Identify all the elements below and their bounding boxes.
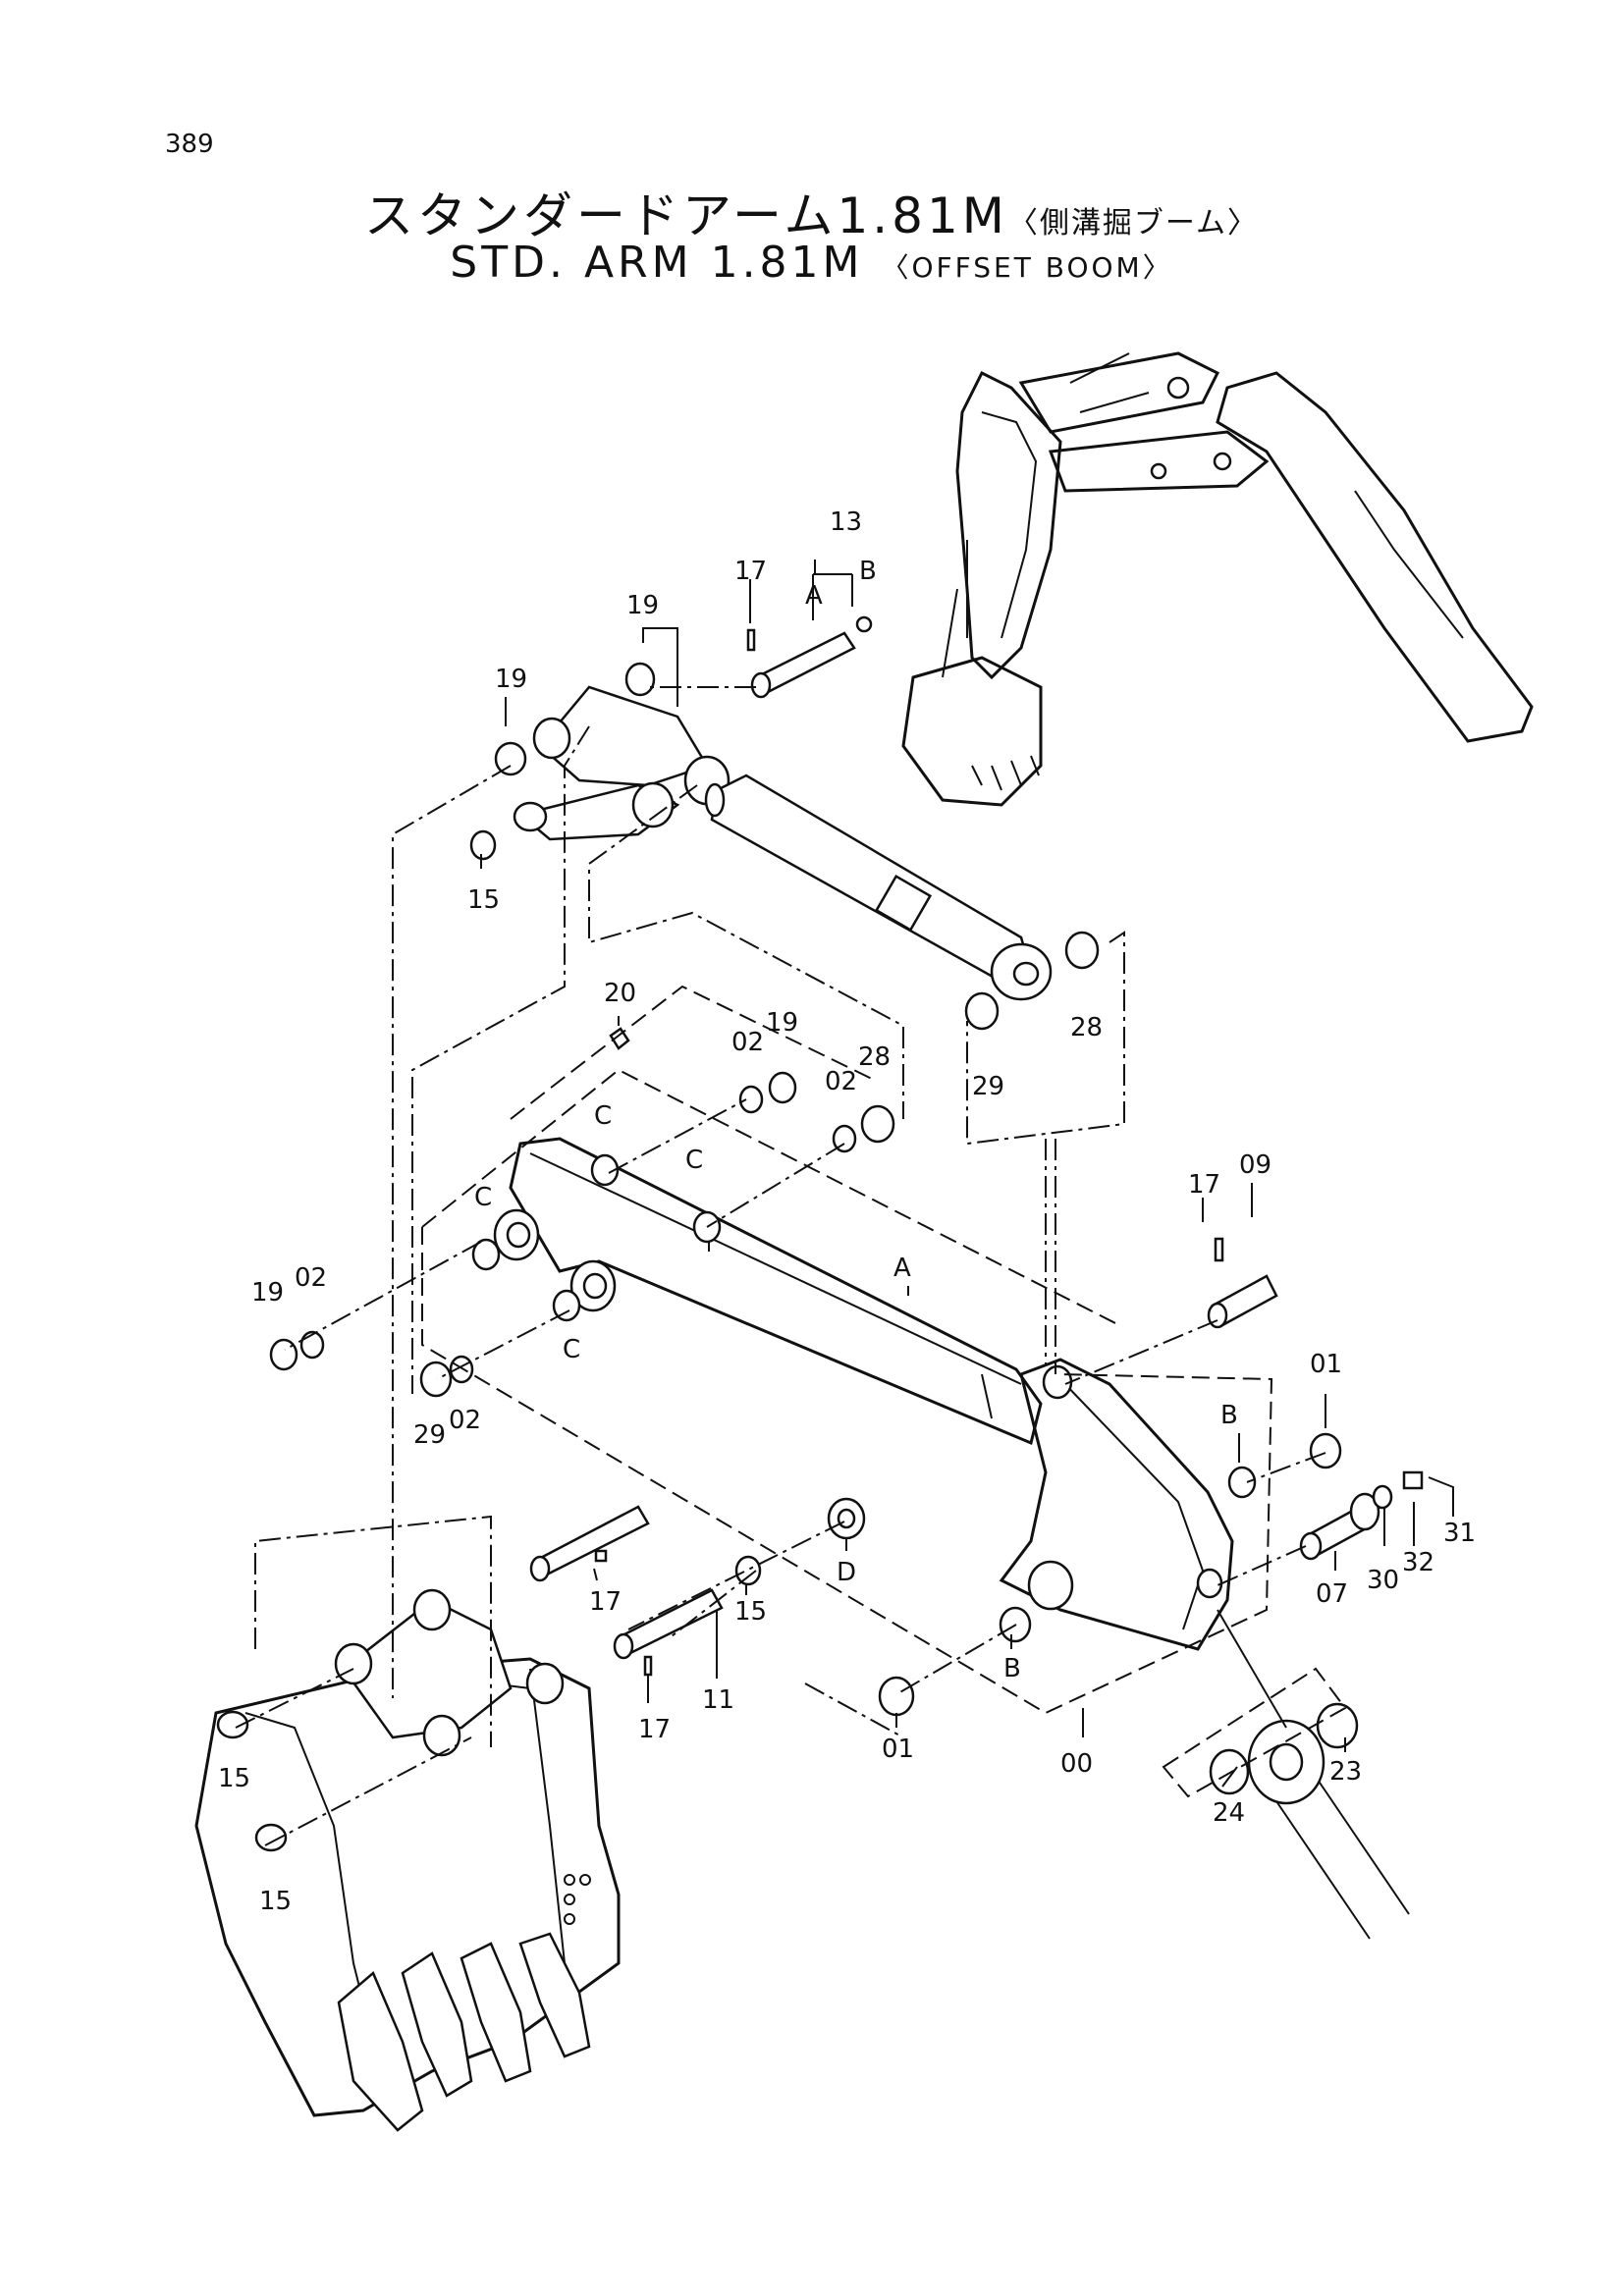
callout-07: 07 [1316,1579,1348,1609]
callout-19: 19 [766,1008,798,1038]
callout-19: 19 [251,1278,284,1308]
callout-24: 24 [1213,1798,1245,1828]
callout-13: 13 [830,507,862,537]
callout-02: 02 [825,1067,857,1096]
title-ja-main: スタンダードアーム1.81M [363,187,1008,244]
callout-A: A [893,1254,911,1283]
callout-32: 32 [1402,1548,1434,1577]
callout-C: C [685,1146,703,1175]
callout-B: B [1003,1654,1021,1683]
callout-02: 02 [449,1406,481,1435]
callout-31: 31 [1443,1519,1476,1548]
callout-29: 29 [413,1420,446,1450]
callout-C: C [474,1183,492,1212]
leader-lines [480,560,1454,1788]
callout-09: 09 [1239,1150,1271,1180]
callout-17: 17 [734,557,767,586]
small-parts [269,662,1424,1717]
callout-labels: 13 17 A B 19 19 15 20 02 19 02 28 28 29 … [218,507,1476,1916]
callout-01: 01 [1310,1350,1342,1379]
callout-A: A [805,581,823,611]
title-japanese: スタンダードアーム1.81M〈側溝掘ブーム〉 [0,177,1623,247]
callout-29: 29 [972,1072,1004,1101]
callout-19: 19 [495,665,527,694]
pin-13 [746,615,873,699]
bucket-cylinder [704,774,1053,1001]
callout-15: 15 [734,1597,767,1627]
bucket [194,1588,621,2132]
bucket-link-assembly [513,685,730,841]
callout-17: 17 [1188,1170,1220,1200]
boom-cylinder-rod [1209,1702,1410,1940]
callout-D: D [837,1558,856,1587]
callout-15: 15 [218,1764,250,1793]
callout-B: B [1220,1401,1238,1430]
callout-30: 30 [1367,1566,1399,1595]
callout-02: 02 [295,1263,327,1293]
callout-20: 20 [604,979,636,1008]
machine-overview-sketch [901,351,1534,807]
title-en-sub: 〈OFFSET BOOM〉 [881,251,1173,284]
callout-C: C [594,1101,612,1131]
arm-body [493,1137,1234,1651]
callout-B: B [859,557,877,586]
guide-lines [235,686,1347,1846]
callout-17: 17 [638,1715,671,1744]
title-en-main: STD. ARM 1.81M [450,238,864,288]
callout-15: 15 [467,885,500,915]
title-ja-sub: 〈側溝掘ブーム〉 [1007,206,1260,240]
page-number: 389 [165,130,214,159]
callout-02: 02 [731,1028,764,1057]
callout-15: 15 [259,1887,292,1916]
callout-17: 17 [589,1587,622,1617]
callout-C: C [563,1335,580,1364]
callout-11: 11 [702,1685,734,1715]
callout-19: 19 [626,591,659,620]
callout-23: 23 [1329,1757,1362,1787]
title-english: STD. ARM 1.81M 〈OFFSET BOOM〉 [0,238,1623,288]
callout-01: 01 [882,1735,914,1764]
callout-28: 28 [858,1042,891,1072]
callout-00: 00 [1060,1749,1093,1779]
callout-28: 28 [1070,1013,1103,1042]
